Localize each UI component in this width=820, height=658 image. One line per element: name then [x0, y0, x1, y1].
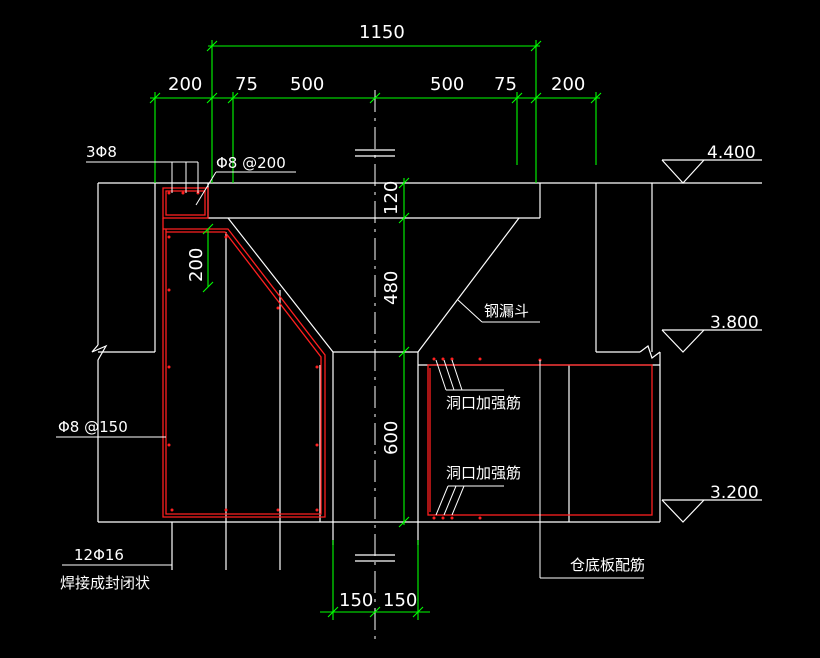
dim-vert-200: 200: [186, 248, 207, 282]
dim-vert-600: 600: [381, 421, 402, 455]
dimension-lines: [149, 40, 602, 620]
dim-total-width: 1150: [359, 22, 405, 43]
dim-bottom-150-left: 150: [339, 590, 373, 611]
dim-vert-120: 120: [381, 181, 402, 215]
label-opening-rebar-1: 洞口加强筋: [446, 394, 521, 412]
dim-vert-480: 480: [381, 271, 402, 305]
label-slab-rebar: 仓底板配筋: [570, 556, 645, 574]
label-opening-rebar-2: 洞口加强筋: [446, 464, 521, 482]
dim-left-75: 75: [235, 74, 258, 95]
dim-left-500: 500: [290, 74, 324, 95]
label-stirrup-150: Φ8 @150: [58, 418, 128, 436]
label-top-bars: 3Φ8: [86, 143, 117, 161]
label-stirrup-200: Φ8 @200: [216, 154, 286, 172]
level-mid-label: 3.800: [710, 313, 759, 333]
dim-right-75: 75: [494, 74, 517, 95]
leader-lines: [56, 161, 644, 579]
level-top-label: 4.400: [707, 143, 756, 163]
dim-bottom-150-right: 150: [383, 590, 417, 611]
structure-outline: [91, 149, 762, 570]
label-steel-funnel: 钢漏斗: [484, 302, 529, 320]
level-markers: [661, 159, 762, 523]
level-bottom-label: 3.200: [710, 483, 759, 503]
label-main-bars: 12Φ16: [74, 546, 124, 564]
label-weld-note: 焊接成封闭状: [60, 574, 150, 592]
dim-right-500: 500: [430, 74, 464, 95]
rebar-dots: [167, 191, 542, 520]
dim-left-wall: 200: [168, 74, 202, 95]
dim-right-wall: 200: [551, 74, 585, 95]
